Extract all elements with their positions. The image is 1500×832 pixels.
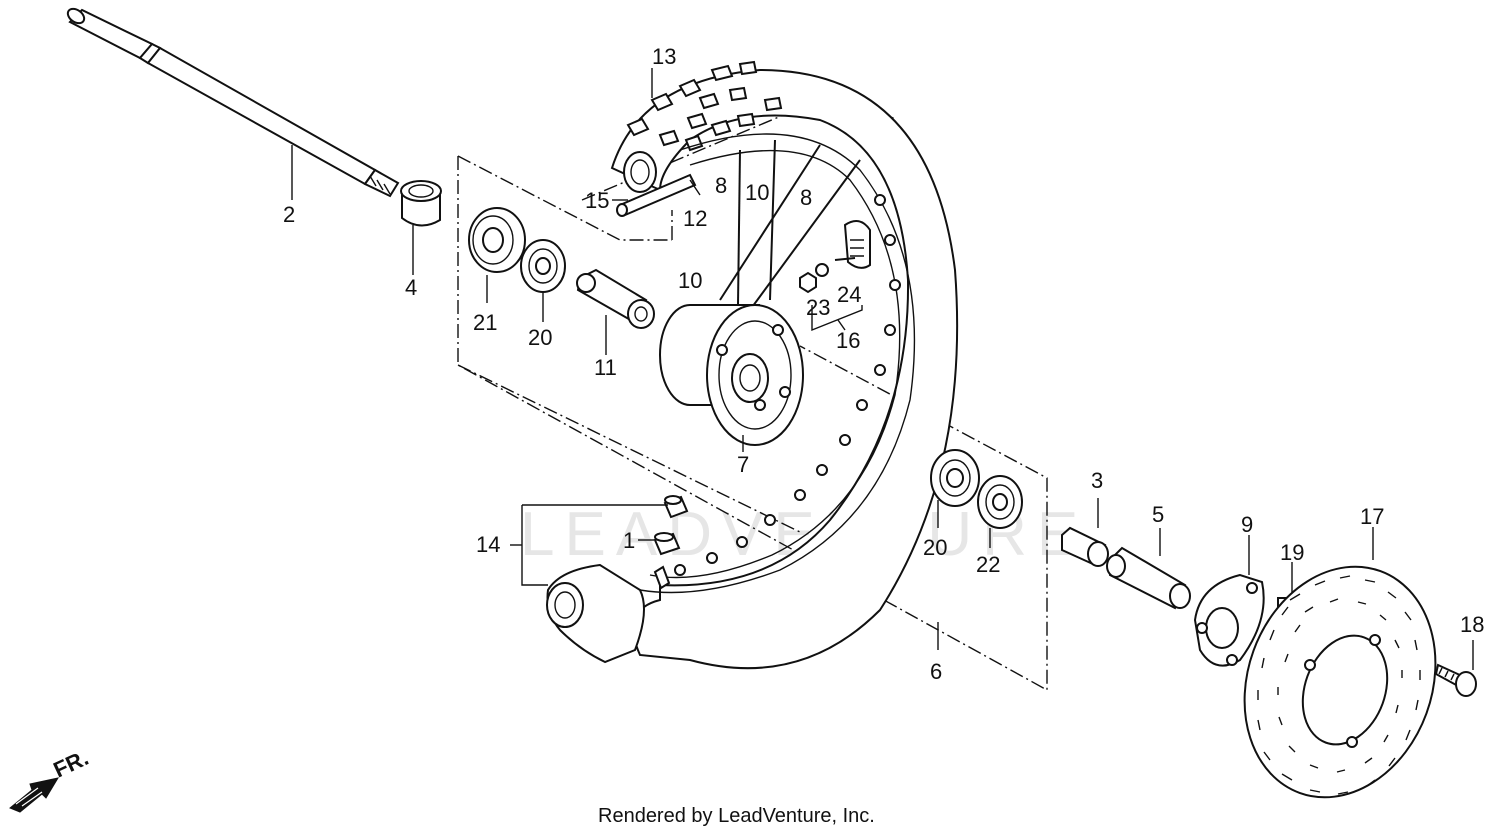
callout-23: 23 [806, 295, 830, 320]
callout-16: 16 [836, 328, 860, 353]
callout-9: 9 [1241, 512, 1253, 537]
callout-10-mid: 10 [678, 268, 702, 293]
tube-part-14[interactable] [546, 563, 671, 664]
rim-spoke-holes [674, 194, 901, 576]
front-direction-arrow-icon [9, 777, 60, 813]
bearing-part-20-upper[interactable] [520, 239, 566, 293]
oil-seal-part-22[interactable] [977, 475, 1023, 529]
rim-strip-part-12[interactable] [689, 179, 701, 196]
callout-8-right: 8 [800, 185, 812, 210]
callout-22: 22 [976, 552, 1000, 577]
axle-spacer-part-5[interactable] [1106, 546, 1191, 610]
disc-hub-plate-part-9[interactable] [1193, 573, 1265, 667]
callout-labels: 13 2 4 15 12 8 10 8 10 21 20 11 23 24 16… [283, 44, 1484, 684]
callout-21: 21 [473, 310, 497, 335]
front-direction-label: FR. [50, 745, 93, 783]
bearing-part-21[interactable] [468, 207, 526, 273]
callout-6: 6 [930, 659, 942, 684]
callout-8-left: 8 [715, 173, 727, 198]
callout-7: 7 [737, 452, 749, 477]
callout-24: 24 [837, 282, 861, 307]
valve-nut-part-1[interactable] [653, 532, 681, 556]
brake-disc-part-17[interactable] [1213, 540, 1467, 825]
spacer-part-11[interactable] [576, 268, 655, 329]
callout-15: 15 [585, 188, 609, 213]
collar-part-4[interactable] [400, 180, 442, 227]
callout-20-upper: 20 [528, 325, 552, 350]
valve-cap-part-14[interactable] [663, 495, 689, 519]
rim-band-part-15[interactable] [616, 173, 697, 217]
nut-part-23[interactable] [799, 271, 817, 294]
footer-credit: Rendered by LeadVenture, Inc. [598, 805, 875, 827]
bearing-part-20-lower[interactable] [930, 449, 980, 507]
collar-part-3[interactable] [1061, 526, 1109, 567]
rim-lock-part-16[interactable] [834, 220, 871, 269]
spokes-part-8-10[interactable] [719, 139, 861, 311]
callout-5: 5 [1152, 502, 1164, 527]
callout-20-lower: 20 [923, 535, 947, 560]
bolt-part-18[interactable] [1434, 663, 1477, 697]
callout-10-top: 10 [745, 180, 769, 205]
rim-part-6[interactable] [639, 133, 916, 594]
washer-part-24[interactable] [815, 263, 829, 277]
callout-14: 14 [476, 532, 500, 557]
callout-19: 19 [1280, 540, 1304, 565]
callout-11: 11 [594, 355, 617, 380]
callout-13: 13 [652, 44, 676, 69]
hub-part-7[interactable] [659, 304, 804, 446]
callout-17: 17 [1360, 504, 1384, 529]
callout-1: 1 [623, 528, 635, 553]
callout-3: 3 [1091, 468, 1103, 493]
callout-4: 4 [405, 275, 417, 300]
callout-2: 2 [283, 202, 295, 227]
callout-18: 18 [1460, 612, 1484, 637]
callout-12: 12 [683, 206, 707, 231]
axle-part-2[interactable] [65, 6, 400, 198]
